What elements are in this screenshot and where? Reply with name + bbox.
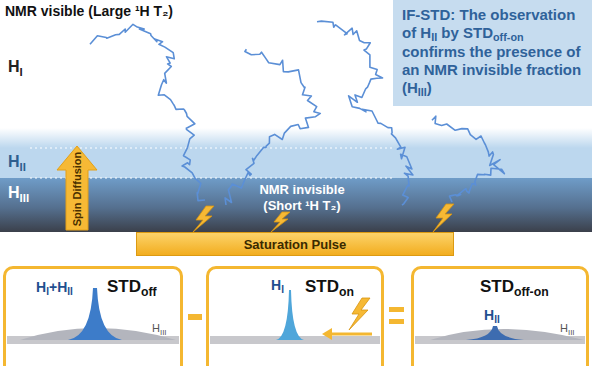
equals-sign	[389, 319, 404, 324]
spin-diffusion-arrow	[57, 146, 97, 230]
spectrum-title: STDon	[305, 277, 354, 297]
peak-label: HI	[271, 277, 284, 293]
subscript: II	[431, 31, 437, 43]
lightning-bolt	[433, 204, 454, 232]
peak-label: HII	[484, 307, 500, 323]
equals-sign	[389, 307, 404, 312]
subscript: I	[281, 284, 284, 295]
arrow-label: Spin Diffusion	[71, 152, 83, 227]
subscript: III	[418, 86, 427, 98]
subscript: I	[20, 66, 23, 78]
subscript: off-on	[514, 285, 549, 299]
fraction-label: HII	[8, 153, 26, 171]
polymer-chain	[432, 116, 504, 202]
polymer-chain	[225, 49, 320, 205]
region-label: NMR invisible (Short ¹H T₂)	[248, 182, 356, 214]
lightning-bolt	[193, 206, 214, 232]
lightning-bolt	[271, 212, 290, 232]
spectrum-title: STDoff-on	[480, 277, 549, 297]
spectrum-peak	[276, 290, 304, 340]
saturation-bar: Saturation Pulse	[136, 232, 454, 256]
minus-sign	[188, 314, 202, 320]
peak-label: HIII	[560, 322, 575, 334]
subscript: off	[141, 285, 157, 299]
info-box: IF-STD: The observation of HII by STDoff…	[393, 0, 592, 106]
subscript: II	[67, 286, 73, 297]
region-title: NMR visible (Large ¹H T₂)	[5, 3, 173, 19]
arrow-head	[322, 328, 332, 340]
fraction-label: HI	[8, 58, 23, 76]
polymer-chain	[90, 24, 205, 200]
subscript: on	[339, 285, 354, 299]
bar-label: Saturation Pulse	[244, 237, 347, 252]
subscript: II	[20, 161, 26, 173]
subscript: III	[568, 328, 575, 337]
subscript: II	[494, 314, 500, 325]
subscript: III	[20, 192, 30, 204]
peak-label: HI+HII	[36, 279, 73, 295]
fraction-label: HIII	[8, 184, 29, 202]
info-text: IF-STD: The observation of HII by STDoff…	[402, 6, 586, 98]
band-h3	[0, 178, 592, 232]
lightning-bolt	[349, 298, 370, 330]
band-fade	[0, 128, 592, 148]
spectrum-box: HI STDon	[206, 266, 384, 366]
peak-label: HIII	[152, 322, 167, 334]
subscript: III	[160, 328, 167, 337]
saturation-arrow	[330, 333, 372, 336]
subscript: I	[46, 286, 49, 297]
subscript: off-on	[493, 31, 524, 43]
spectrum-title: STDoff	[107, 277, 157, 297]
spectrum-box: HI+HII STDoffHIII	[3, 266, 183, 366]
spectrum-box: STDoff-onHII HIII	[411, 266, 589, 366]
dotted-boundary	[30, 147, 392, 148]
spectrum-peak	[466, 326, 524, 340]
